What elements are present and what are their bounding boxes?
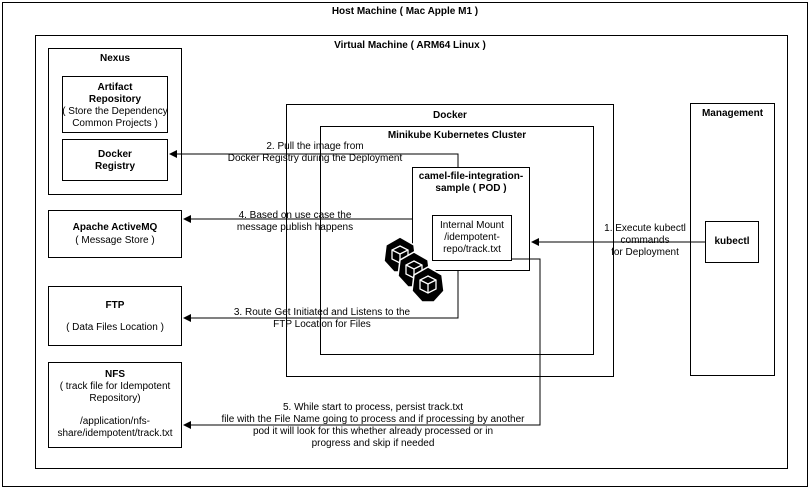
minikube-title: Minikube Kubernetes Cluster (387, 130, 527, 141)
arrow-3-line (183, 271, 459, 322)
arrow-2-label: 2. Pull the image from Docker Registry d… (227, 141, 403, 164)
nfs-desc: ( track file for Idempotent Repository) (59, 381, 171, 404)
arrow-2-line (169, 150, 459, 167)
host-machine-title: Host Machine ( Mac Apple M1 ) (331, 6, 479, 17)
artifact-repository-title: Artifact Repository (88, 82, 142, 105)
artifact-repository-desc: ( Store the Dependency Common Projects ) (62, 106, 168, 129)
arrow-4-label: 4. Based on use case the message publish… (236, 210, 354, 233)
nexus-title: Nexus (99, 53, 130, 64)
ftp-title: FTP (105, 300, 125, 311)
ftp-desc: ( Data Files Location ) (66, 322, 164, 333)
docker-title: Docker (433, 110, 467, 121)
management-title: Management (701, 108, 764, 119)
internal-mount-box (432, 215, 512, 261)
activemq-box (48, 210, 182, 258)
arrow-1-label: 1. Execute kubectl commands for Deployme… (604, 223, 686, 258)
kubectl-title: kubectl (714, 236, 750, 247)
activemq-desc: ( Message Store ) (75, 235, 155, 246)
artifact-repository-box (62, 76, 168, 133)
activemq-title: Apache ActiveMQ (72, 222, 158, 233)
arrow-5-line (183, 258, 541, 429)
arrow-5-label: 5. While start to process, persist track… (221, 402, 525, 449)
kubernetes-pod-icon (411, 266, 445, 303)
pod-title: camel-file-integration- sample ( POD ) (418, 171, 524, 194)
ftp-box (48, 286, 182, 346)
kubectl-box (705, 221, 759, 263)
arrow-3-label: 3. Route Get Initiated and Listens to th… (233, 307, 411, 330)
nfs-path: /application/nfs- share/idempotent/track… (57, 416, 173, 439)
docker-registry-box (62, 139, 168, 181)
virtual-machine-title: Virtual Machine ( ARM64 Linux ) (334, 40, 486, 51)
nfs-box (48, 362, 182, 448)
internal-mount-text: Internal Mount /idempotent- repo/track.t… (440, 220, 504, 255)
docker-registry-title: Docker Registry (94, 149, 135, 172)
nfs-title: NFS (105, 369, 125, 380)
